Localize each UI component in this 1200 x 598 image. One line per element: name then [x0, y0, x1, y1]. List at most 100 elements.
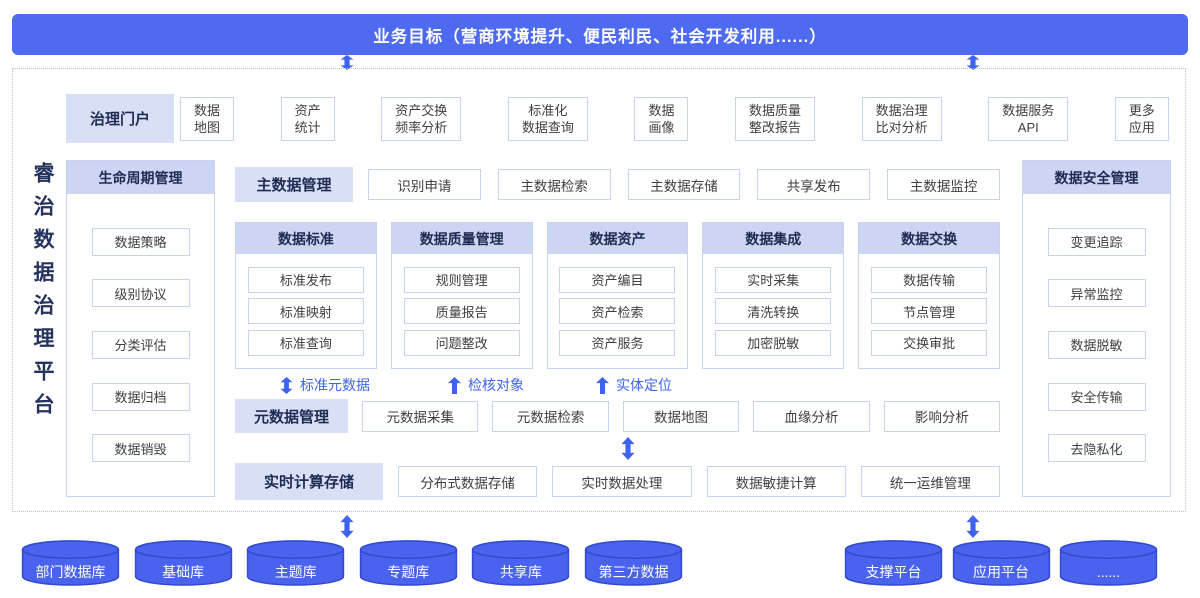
module-box: 数据地图 — [622, 400, 740, 432]
platform-sources: 支撑平台 应用平台 ...... — [843, 540, 1159, 586]
module-box: 去隐私化 — [1047, 434, 1146, 463]
column-header: 数据标准 — [236, 223, 376, 254]
database-icon — [1059, 540, 1158, 586]
module-box: 加密脱敏 — [715, 329, 832, 356]
portal-app-box: 数据治理 比对分析 — [861, 97, 942, 141]
double-arrow-icon — [966, 55, 980, 70]
column-data-exchange: 数据交换 数据传输节点管理交换审批 — [858, 222, 1000, 369]
portal-apps: 数据 地图 资产 统计 资产交换 频率分析 标准化 数据查询 数据 画像 数据质量 整改报… — [180, 97, 1169, 141]
capability-columns: 数据标准 标准发布标准映射标准查询 数据质量管理 规则管理质量报告问题整改 数据… — [235, 222, 1000, 369]
database-cylinder: 共享库 — [470, 540, 571, 586]
database-icon — [844, 540, 943, 586]
flow-label: 检核对象 — [468, 377, 524, 393]
double-arrow-icon — [621, 437, 635, 460]
database-label: 主题库 — [274, 563, 317, 580]
database-cylinder: ...... — [1058, 540, 1159, 586]
module-box: 主数据监控 — [887, 169, 1000, 200]
flow-label: 实体定位 — [616, 377, 672, 393]
module-box: 级别协议 — [91, 279, 190, 308]
master-data-label: 主数据管理 — [235, 167, 353, 202]
column-header: 数据质量管理 — [391, 223, 532, 254]
up-arrow-icon — [596, 376, 609, 394]
portal-app-box: 数据 画像 — [634, 97, 689, 141]
database-label: 支撑平台 — [865, 563, 922, 580]
realtime-storage-label: 实时计算存储 — [235, 463, 383, 500]
portal-app-box: 数据 地图 — [180, 97, 235, 141]
database-icon — [247, 540, 345, 586]
module-box: 主数据检索 — [497, 169, 611, 200]
portal-app-box: 更多 应用 — [1114, 97, 1169, 141]
lifecycle-panel: 生命周期管理 数据策略级别协议分类评估数据归档数据销毁 — [66, 160, 215, 497]
up-arrow-icon — [448, 376, 461, 394]
database-icon — [134, 540, 232, 586]
module-box: 标准发布 — [247, 266, 364, 293]
database-cylinder: 第三方数据 — [583, 540, 684, 586]
metadata-row: 元数据管理 元数据采集元数据检索数据地图血缘分析影响分析 — [235, 399, 1001, 433]
lifecycle-header: 生命周期管理 — [67, 161, 214, 194]
double-arrow-icon — [280, 376, 293, 394]
realtime-storage-modules: 分布式数据存储实时数据处理数据敏捷计算统一运维管理 — [398, 466, 1000, 497]
flow-annotation: 检核对象 — [448, 374, 524, 396]
database-label: 第三方数据 — [598, 563, 669, 580]
module-box: 质量报告 — [403, 298, 520, 324]
module-box: 数据传输 — [871, 266, 988, 293]
module-box: 数据销毁 — [91, 434, 190, 463]
module-box: 数据脱敏 — [1047, 330, 1146, 359]
module-box: 影响分析 — [883, 400, 1001, 432]
database-cylinder: 应用平台 — [951, 540, 1052, 586]
column-data-integration: 数据集成 实时采集清洗转换加密脱敏 — [702, 222, 845, 369]
module-box: 分类评估 — [91, 330, 190, 359]
module-box: 变更追踪 — [1047, 227, 1146, 256]
database-cylinder: 基础库 — [133, 540, 234, 586]
database-label: 应用平台 — [973, 563, 1029, 580]
portal-app-box: 资产交换 频率分析 — [381, 97, 462, 141]
flow-annotation: 标准元数据 — [280, 374, 370, 396]
module-box: 元数据采集 — [362, 400, 479, 432]
database-label: 共享库 — [499, 563, 542, 580]
column-header: 数据资产 — [547, 223, 688, 254]
metadata-modules: 元数据采集元数据检索数据地图血缘分析影响分析 — [362, 400, 1001, 432]
lifecycle-modules: 数据策略级别协议分类评估数据归档数据销毁 — [67, 194, 214, 496]
module-box: 节点管理 — [871, 298, 988, 324]
double-arrow-icon — [340, 515, 354, 538]
database-label: 基础库 — [162, 563, 205, 580]
module-box: 资产检索 — [559, 298, 676, 324]
flow-annotation: 实体定位 — [596, 374, 672, 396]
double-arrow-icon — [966, 515, 980, 538]
module-box: 交换审批 — [871, 329, 988, 356]
module-box: 数据归档 — [91, 382, 190, 411]
module-box: 资产编目 — [559, 266, 676, 293]
module-box: 分布式数据存储 — [398, 466, 538, 497]
portal-app-box: 标准化 数据查询 — [507, 97, 588, 141]
database-icon — [21, 540, 120, 586]
module-box: 资产服务 — [559, 329, 676, 356]
module-box: 识别申请 — [368, 169, 481, 200]
security-panel: 数据安全管理 变更追踪异常监控数据脱敏安全传输去隐私化 — [1022, 160, 1171, 497]
module-box: 数据策略 — [91, 227, 190, 256]
realtime-storage-row: 实时计算存储 分布式数据存储实时数据处理数据敏捷计算统一运维管理 — [235, 463, 1000, 500]
column-data-asset: 数据资产 资产编目资产检索资产服务 — [546, 222, 689, 369]
portal-app-box: 数据质量 整改报告 — [735, 97, 816, 141]
module-box: 问题整改 — [403, 329, 520, 356]
column-header: 数据集成 — [703, 223, 844, 254]
portal-app-box: 资产 统计 — [280, 97, 335, 141]
module-box: 清洗转换 — [715, 298, 832, 324]
portal-app-box: 数据服务 API — [988, 97, 1069, 141]
platform-title: 睿治数据治理平台 — [31, 162, 54, 426]
security-header: 数据安全管理 — [1023, 161, 1170, 194]
module-box: 数据敏捷计算 — [706, 466, 846, 497]
module-box: 主数据存储 — [627, 169, 741, 200]
module-box: 标准映射 — [247, 298, 364, 324]
database-label: 专题库 — [387, 563, 430, 580]
database-icon — [584, 540, 683, 586]
database-icon — [472, 540, 570, 586]
flow-label: 标准元数据 — [300, 377, 370, 393]
portal-row-label: 治理门户 — [66, 94, 174, 143]
module-box: 实时数据处理 — [552, 466, 692, 497]
database-cylinder: 部门数据库 — [20, 540, 121, 586]
module-box: 规则管理 — [403, 266, 520, 293]
module-box: 实时采集 — [715, 266, 832, 293]
module-box: 安全传输 — [1047, 382, 1146, 411]
database-cylinder: 支撑平台 — [843, 540, 944, 586]
